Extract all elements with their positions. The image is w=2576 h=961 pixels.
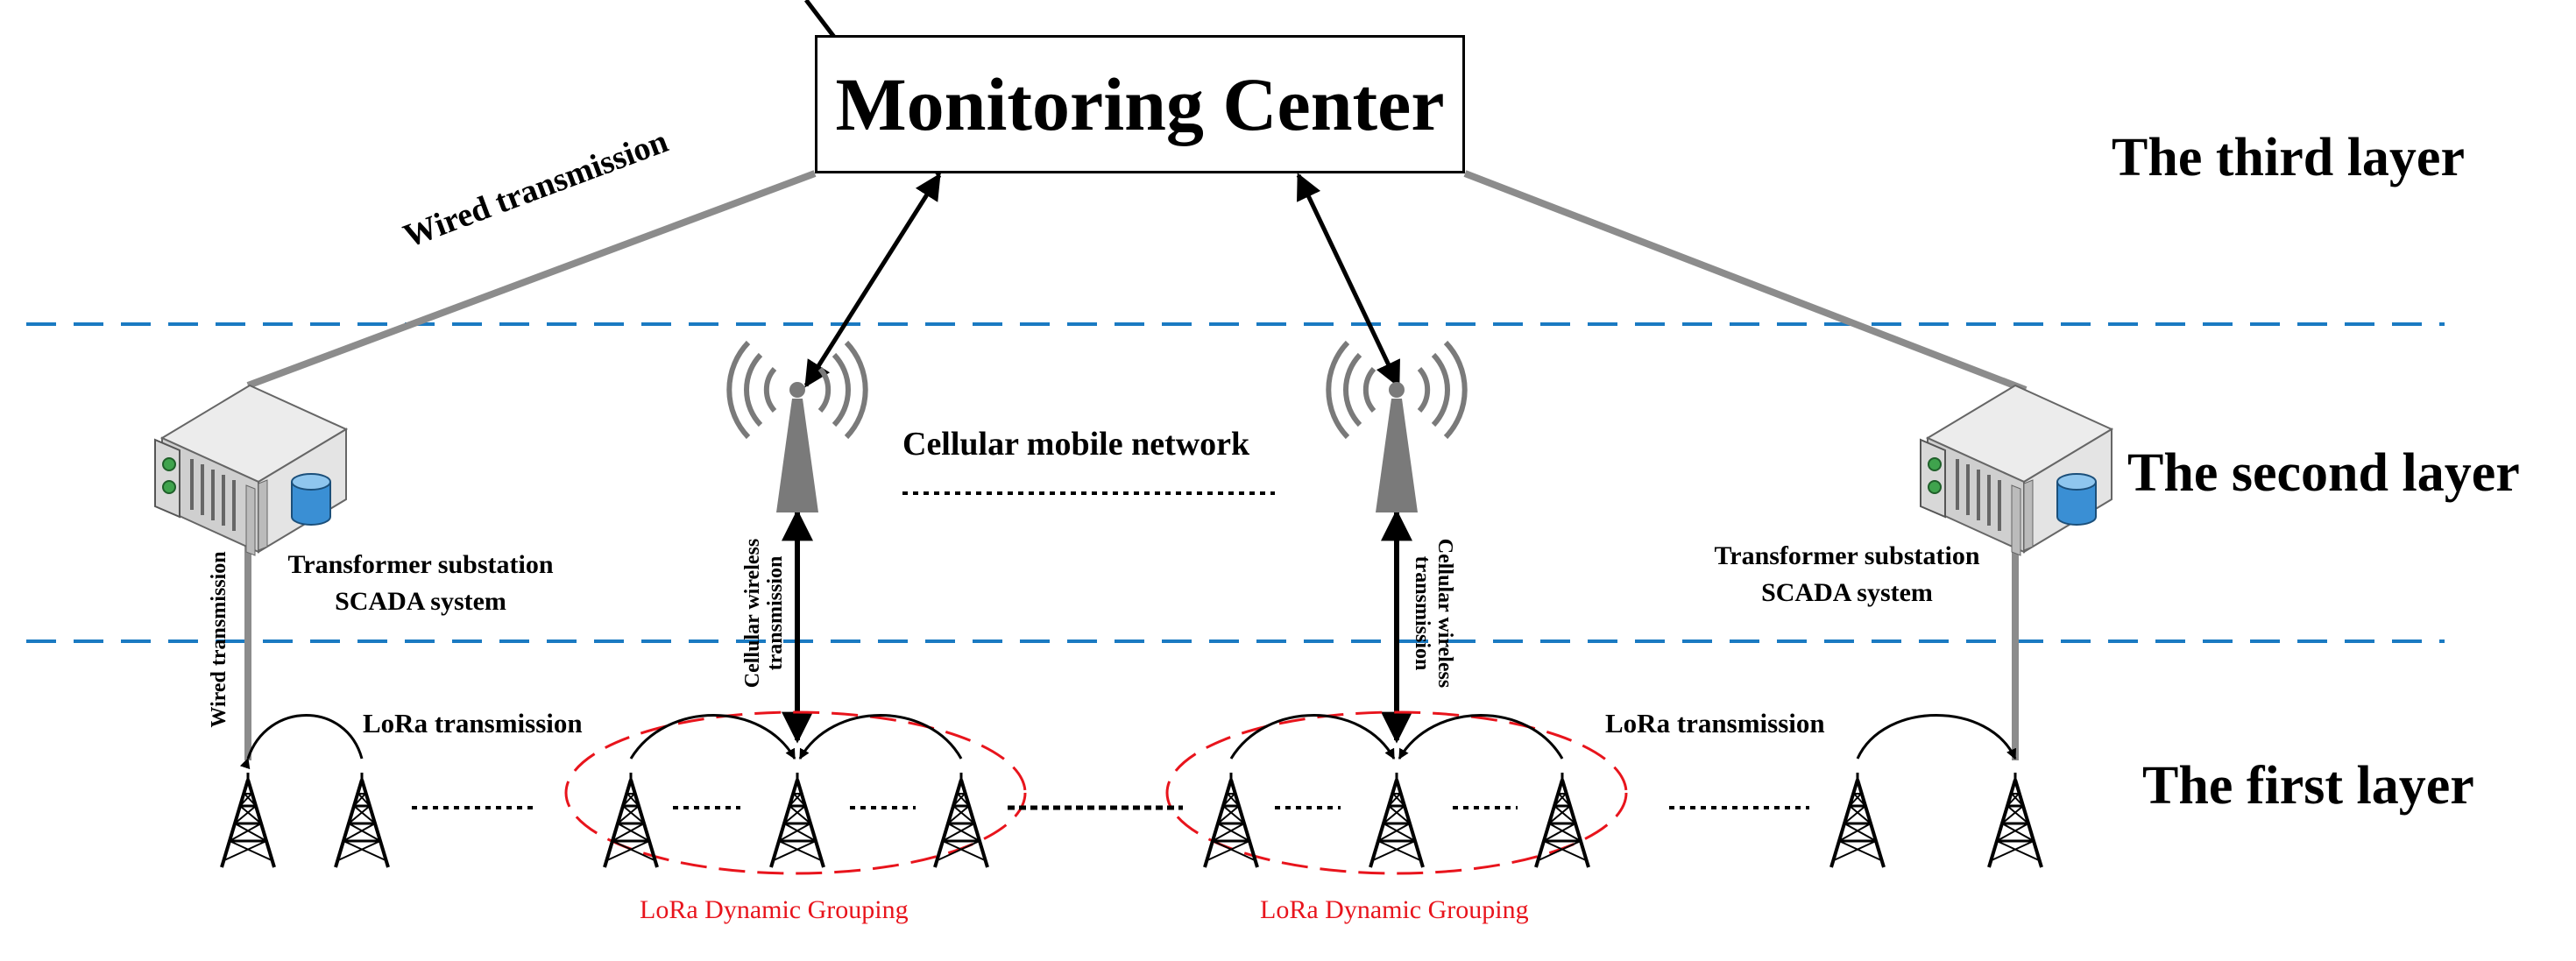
lora-transmission-label-right: LoRa transmission: [1605, 708, 1825, 738]
lattice-tower-icon: [334, 771, 390, 869]
lattice-tower-icon: [1829, 771, 1886, 869]
layer-label-second: The second layer: [2127, 443, 2520, 503]
lora-arc: [1398, 714, 1564, 760]
layer-label-third: The third layer: [2112, 128, 2465, 187]
monitoring-center: Monitoring Center: [815, 35, 1465, 173]
cell-tower-icon: [729, 343, 865, 512]
wired-line-right-top: [1463, 170, 2028, 393]
cellular-arrow-right: [1296, 173, 1401, 388]
lora-arc: [1229, 714, 1396, 760]
cellular-wireless-line1: Cellular wireless: [1433, 538, 1456, 689]
cellular-wireless-line1: Cellular wireless: [741, 538, 764, 689]
substation-label-right: Transformer substation SCADA system: [1689, 538, 2005, 611]
cellular-wireless-line2: transmission: [1411, 555, 1433, 671]
layer-label-first: The first layer: [2142, 756, 2474, 816]
substation-system-left: SCADA system: [335, 587, 506, 616]
wired-line-left-top: [246, 170, 817, 389]
wired-transmission-vertical-label: Wired transmission: [208, 551, 230, 728]
substation-name-left: Transformer substation: [287, 550, 554, 579]
lattice-tower-icon: [1369, 771, 1425, 869]
lora-arc: [1856, 714, 2017, 760]
lattice-tower-icon: [933, 771, 989, 869]
lattice-tower-icon: [220, 771, 276, 869]
lora-transmission-label-left: LoRa transmission: [363, 708, 583, 738]
lattice-tower-icon: [603, 771, 659, 869]
lora-group-label-left: LoRa Dynamic Grouping: [640, 895, 909, 924]
substation-name-right: Transformer substation: [1714, 541, 1980, 570]
lattice-tower-icon: [769, 771, 825, 869]
server-icon: [153, 384, 348, 557]
lattice-tower-icon: [1534, 771, 1590, 869]
cellular-arrow-left: [803, 173, 942, 388]
lora-group-label-right: LoRa Dynamic Grouping: [1260, 895, 1529, 924]
substation-system-right: SCADA system: [1761, 578, 1933, 607]
cellular-wireless-label-right: Cellular wireless transmission: [1411, 539, 1456, 688]
lattice-tower-icon: [1203, 771, 1259, 869]
cellular-wireless-line2: transmission: [764, 555, 787, 671]
cellular-network-label: Cellular mobile network: [902, 426, 1250, 463]
lora-arc: [629, 714, 796, 760]
cell-tower-icon: [1328, 343, 1464, 512]
lora-arc: [798, 714, 963, 760]
substation-label-left: Transformer substation SCADA system: [263, 547, 578, 620]
lora-arc: [239, 714, 364, 770]
lattice-tower-icon: [1987, 771, 2043, 869]
lora-group-ellipse-right: [1165, 710, 1628, 875]
server-icon: [1919, 384, 2113, 557]
cellular-wireless-label-left: Cellular wireless transmission: [741, 539, 787, 688]
lora-group-ellipse-left: [564, 710, 1027, 875]
